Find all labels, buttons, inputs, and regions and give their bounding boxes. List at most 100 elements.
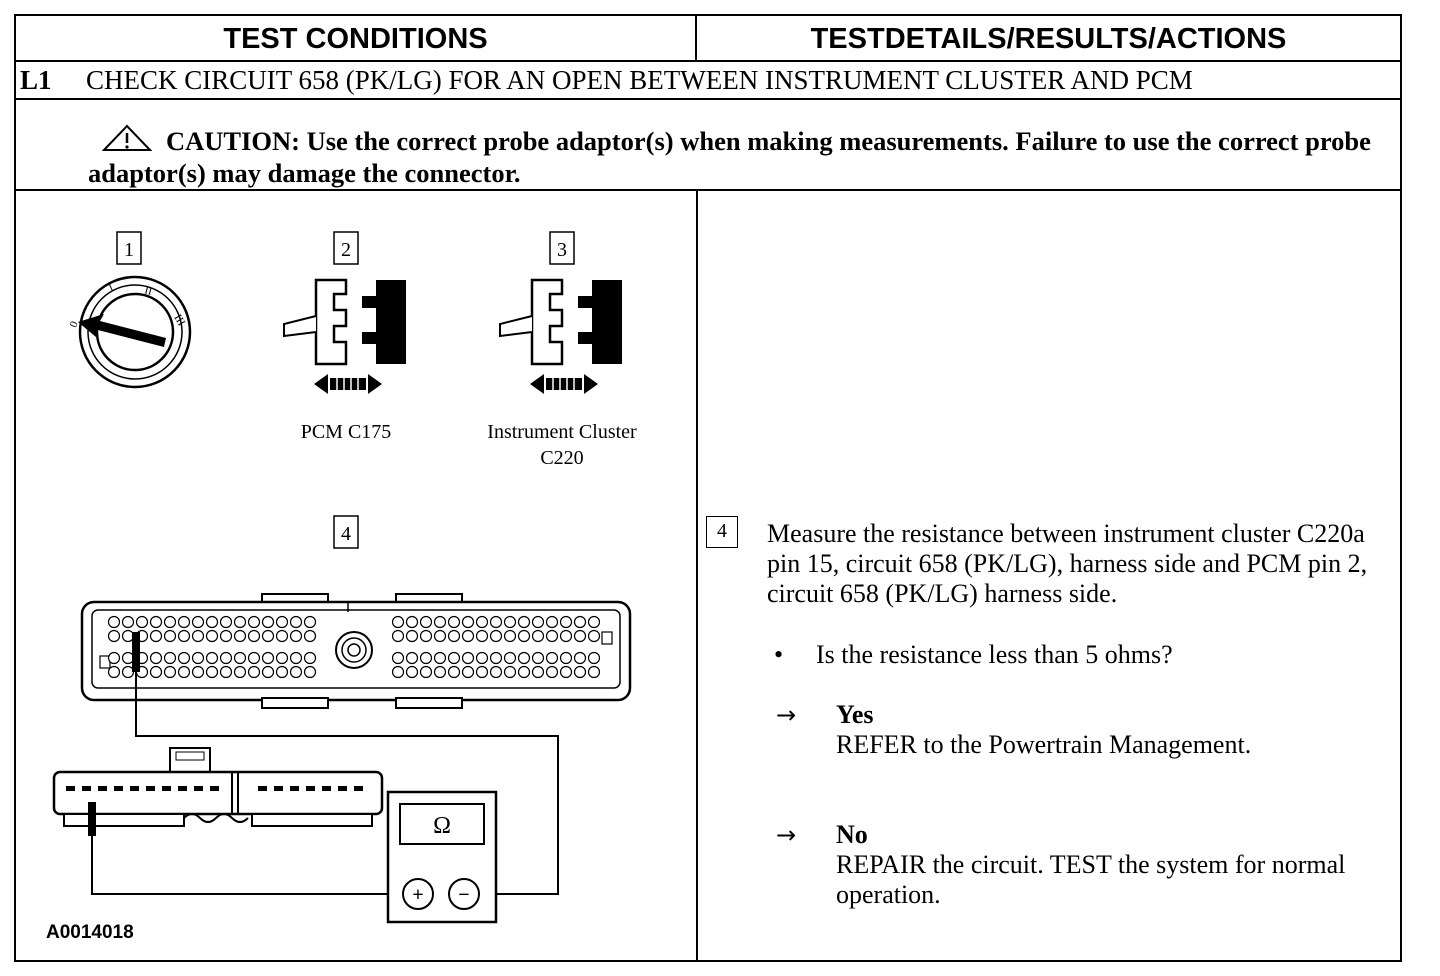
pcm-pin — [559, 629, 573, 643]
ohm-symbol: Ω — [433, 813, 451, 839]
pcm-pin — [275, 629, 289, 643]
cluster-pin — [114, 786, 123, 791]
yes-label: Yes — [836, 700, 874, 729]
pcm-pin — [405, 665, 419, 679]
pcm-pin — [503, 651, 517, 665]
pcm-pin — [121, 615, 135, 629]
connector-disconnect-icon — [499, 278, 622, 394]
pcm-pin — [261, 665, 275, 679]
pcm-pin — [107, 651, 121, 665]
pcm-pin — [489, 665, 503, 679]
question-bullet: • — [774, 640, 784, 669]
wire-pcm-to-meter — [135, 642, 559, 895]
probe-cluster-icon — [88, 802, 96, 836]
pcm-pin — [149, 629, 163, 643]
callout-box-2 — [333, 231, 359, 265]
ignition-mark-2: II — [143, 284, 154, 298]
pcm-pin — [545, 665, 559, 679]
caution-rule — [14, 189, 1402, 191]
callout-box-3 — [549, 231, 575, 265]
figure-id: A0014018 — [46, 922, 134, 943]
callout-box-1 — [116, 231, 142, 265]
pcm-pin — [531, 615, 545, 629]
pcm-pin — [149, 615, 163, 629]
pcm-pin — [233, 651, 247, 665]
pcm-pin — [391, 665, 405, 679]
pcm-pin — [475, 665, 489, 679]
header-rule — [14, 60, 1402, 62]
pcm-pin — [107, 615, 121, 629]
header-test-conditions: TEST CONDITIONS — [223, 23, 488, 55]
pcm-pin — [261, 629, 275, 643]
pcm-pin — [247, 665, 261, 679]
pcm-pin — [475, 651, 489, 665]
pcm-pin — [447, 665, 461, 679]
pcm-pin — [517, 651, 531, 665]
pcm-pin — [219, 651, 233, 665]
pcm-pin — [447, 629, 461, 643]
pcm-pin — [261, 651, 275, 665]
cluster-pin — [146, 786, 155, 791]
pcm-pin — [587, 665, 601, 679]
pcm-pin — [247, 651, 261, 665]
pcm-pin — [275, 615, 289, 629]
pcm-pin — [289, 651, 303, 665]
cluster-connector-drawing — [52, 747, 384, 836]
pcm-pin — [303, 665, 317, 679]
pcm-pin — [559, 651, 573, 665]
detail-question: Is the resistance less than 5 ohms? — [816, 640, 1173, 669]
test-setup-figure: 1 0 I II III 2 PCM C175 3 — [46, 231, 637, 943]
pcm-pin — [247, 629, 261, 643]
meter-minus-terminal: − — [458, 884, 469, 906]
detail-step-number: 4 — [706, 516, 738, 548]
pcm-pin — [191, 651, 205, 665]
pcm-pin — [573, 615, 587, 629]
callout-label-4: 4 — [341, 523, 351, 545]
cluster-pin — [178, 786, 187, 791]
pcm-pin — [419, 665, 433, 679]
pcm-pin — [191, 615, 205, 629]
ignition-mark-off: 0 — [68, 319, 81, 329]
cluster-pin — [354, 786, 363, 791]
pcm-pin — [219, 615, 233, 629]
callout-label-2: 2 — [341, 239, 351, 261]
pcm-pin — [177, 615, 191, 629]
meter-plus-terminal: + — [412, 884, 423, 906]
pcm-pin — [149, 651, 163, 665]
pcm-pin — [531, 651, 545, 665]
pcm-pin — [489, 615, 503, 629]
pcm-pin — [461, 651, 475, 665]
pcm-pin-grid — [107, 615, 601, 679]
pcm-pin — [587, 651, 601, 665]
cluster-pin-row — [66, 786, 363, 791]
pcm-pin — [219, 629, 233, 643]
no-answer: No REPAIR the circuit. TEST the system f… — [836, 820, 1386, 910]
pcm-pin — [121, 651, 135, 665]
pcm-pin — [391, 651, 405, 665]
cluster-pin — [210, 786, 219, 791]
connector-cluster-label-line2: C220 — [540, 447, 583, 469]
pcm-pin — [559, 665, 573, 679]
header-test-details: TESTDETAILS/RESULTS/ACTIONS — [810, 23, 1287, 55]
pcm-pin — [289, 615, 303, 629]
pcm-pin — [391, 629, 405, 643]
callout-box-4 — [333, 515, 359, 549]
pcm-pin — [289, 629, 303, 643]
pcm-pin — [247, 615, 261, 629]
pcm-pin — [107, 665, 121, 679]
pcm-pin — [261, 615, 275, 629]
pcm-pin — [303, 615, 317, 629]
pcm-pin — [461, 615, 475, 629]
no-action: REPAIR the circuit. TEST the system for … — [836, 850, 1346, 909]
cluster-pin — [290, 786, 299, 791]
cluster-pin — [66, 786, 75, 791]
cluster-pin — [322, 786, 331, 791]
no-arrow-icon: → — [776, 821, 797, 849]
yes-answer: Yes REFER to the Powertrain Management. — [836, 700, 1251, 760]
pcm-pin — [433, 665, 447, 679]
pcm-pin — [405, 651, 419, 665]
cluster-pin — [306, 786, 315, 791]
pcm-pin — [191, 665, 205, 679]
cluster-pin — [194, 786, 203, 791]
cluster-pin — [130, 786, 139, 791]
